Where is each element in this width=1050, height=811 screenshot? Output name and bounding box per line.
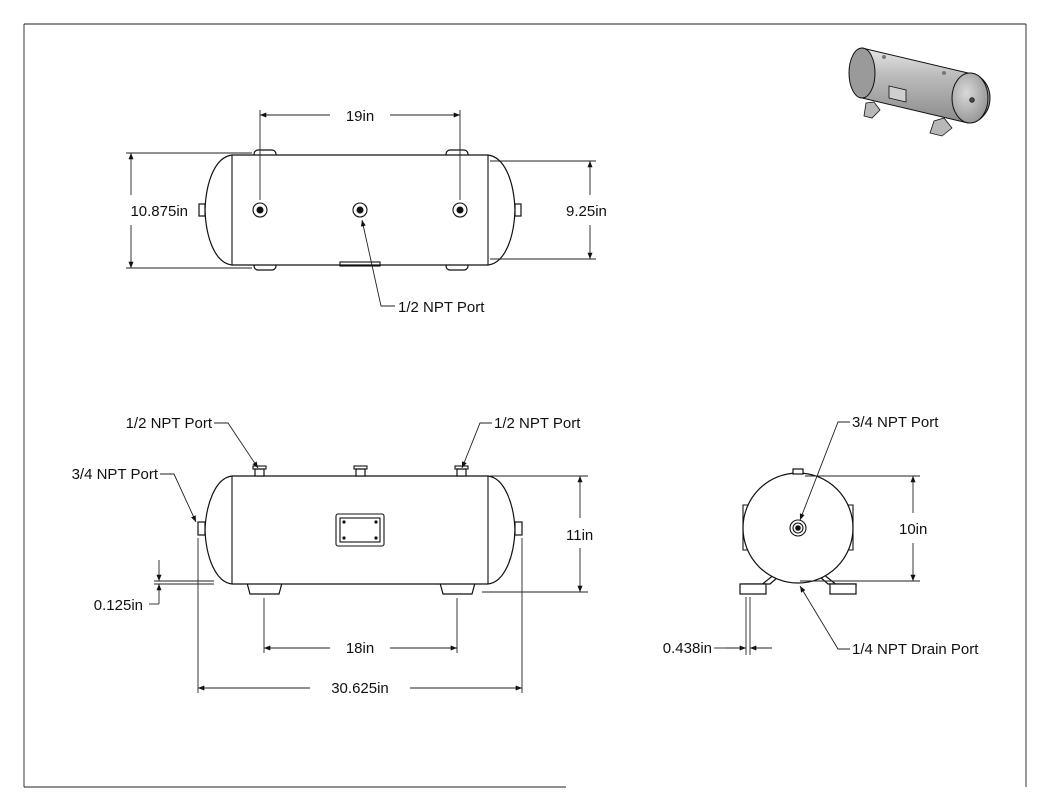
front-top-port-right (454, 465, 469, 477)
front-foot-right (439, 582, 476, 595)
callout-top-center-port: 1/2 NPT Port (398, 299, 485, 316)
front-tank-outline (204, 475, 516, 585)
callout-front-end-port: 3/4 NPT Port (72, 466, 159, 483)
front-top-port-center (353, 465, 368, 477)
iso-end-port (969, 97, 975, 103)
end-view: 10in 0.438in 3/4 NPT Port 1/4 NPT Drain … (663, 414, 979, 658)
dim-19in: 19in (346, 108, 374, 125)
dim-11in: 11in (566, 527, 593, 544)
iso-nameplate (888, 85, 907, 103)
iso-foot-right (929, 117, 953, 137)
end-center-port (789, 519, 807, 537)
iso-tank-left-end (848, 47, 876, 99)
dim-9-25in: 9.25in (566, 203, 607, 220)
top-port-center (352, 202, 368, 218)
front-nameplate (335, 513, 385, 547)
dim-18in: 18in (346, 640, 374, 657)
iso-top-port-1 (882, 55, 886, 59)
front-top-port-left (252, 465, 267, 477)
dim-30-625in: 30.625in (331, 680, 389, 697)
iso-foot-left (863, 101, 881, 119)
callout-end-drain-port: 1/4 NPT Drain Port (852, 641, 979, 658)
callout-front-left-port: 1/2 NPT Port (126, 415, 213, 432)
top-view: 19in 10.875in 9.25in 1/2 NPT Port (126, 108, 607, 316)
dim-10in: 10in (899, 521, 927, 538)
iso-top-port-2 (942, 71, 946, 75)
front-foot-left (246, 582, 283, 595)
iso-tank-right-end (951, 72, 989, 124)
callout-end-center-port: 3/4 NPT Port (852, 414, 939, 431)
drawing-frame (23, 23, 1027, 788)
dim-0-438in: 0.438in (663, 640, 712, 657)
dim-0-125in: 0.125in (94, 597, 143, 614)
top-port-right (452, 202, 468, 218)
isometric-view (848, 47, 991, 137)
dim-10-875in: 10.875in (130, 203, 188, 220)
callout-front-right-port: 1/2 NPT Port (494, 415, 581, 432)
front-view: 11in 0.125in 18in 30.625in 1/2 NPT Port … (72, 415, 594, 697)
top-port-left (252, 202, 268, 218)
